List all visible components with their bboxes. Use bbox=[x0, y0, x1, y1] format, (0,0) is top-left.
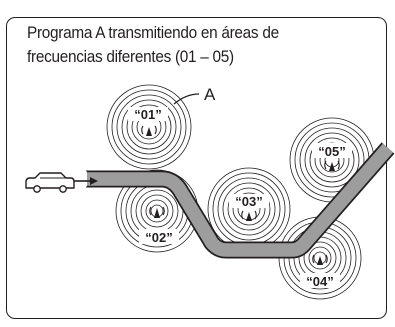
station-label-02: “02” bbox=[145, 230, 172, 245]
station-label-05: “05” bbox=[318, 144, 345, 159]
station-marker-04: “04” bbox=[300, 254, 340, 289]
figure-caption: Programa A transmitiendo en áreas de fre… bbox=[27, 24, 279, 66]
program-a-callout: A bbox=[173, 85, 216, 105]
station-marker-05: “05” bbox=[312, 143, 352, 171]
program-label: A bbox=[204, 85, 216, 104]
antenna-icon bbox=[324, 160, 340, 171]
car-icon bbox=[25, 172, 75, 193]
direction-arrow-icon bbox=[74, 177, 98, 185]
station-label-04: “04” bbox=[306, 274, 333, 289]
station-area-01 bbox=[106, 84, 192, 170]
station-marker-01: “01” bbox=[128, 107, 168, 136]
station-marker-03: “03” bbox=[229, 194, 269, 221]
station-area-03 bbox=[207, 167, 291, 251]
antenna-icon bbox=[241, 210, 257, 221]
station-label-03: “03” bbox=[235, 194, 262, 209]
station-label-01: “01” bbox=[134, 107, 161, 122]
antenna-icon bbox=[312, 254, 328, 265]
antenna-icon bbox=[149, 206, 165, 218]
road bbox=[85, 142, 395, 259]
antenna-icon bbox=[141, 125, 157, 136]
station-marker-02: “02” bbox=[139, 206, 179, 245]
